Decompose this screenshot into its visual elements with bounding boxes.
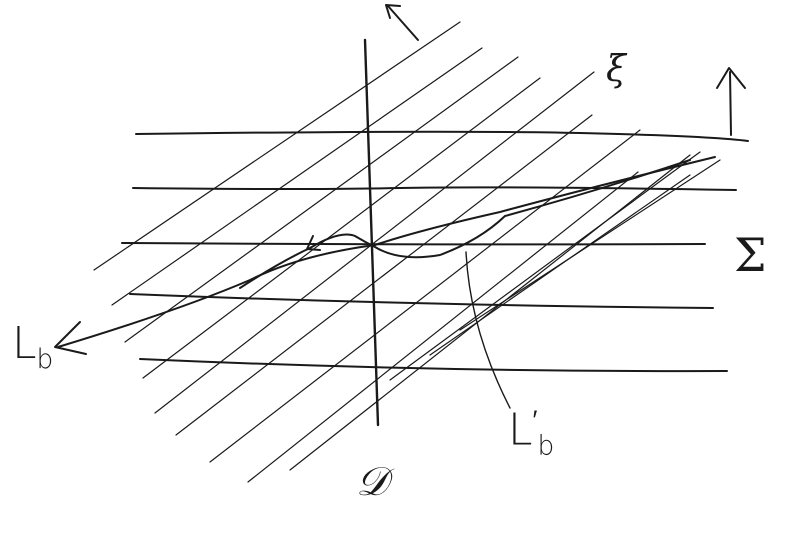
arrow-up-icon <box>716 67 746 136</box>
label-xi: ξ <box>606 49 626 90</box>
vertical-line <box>363 38 380 427</box>
curve-Lb <box>54 156 716 355</box>
curve-Lb-prime <box>239 159 691 409</box>
label-lb-prime: L′b <box>508 404 555 462</box>
diagonal-leaves <box>93 21 721 483</box>
label-lb-sub: b <box>36 343 54 375</box>
horizontal-leaves <box>121 130 749 373</box>
label-sigma: Σ <box>734 228 767 282</box>
label-script-d: 𝒟 <box>356 459 388 505</box>
arrow-up-left-icon <box>385 4 419 41</box>
label-lbp-sub: b <box>537 430 555 462</box>
label-lb: Lb <box>12 322 53 373</box>
label-lbp-main: L <box>508 404 533 456</box>
label-lbp-prime: ′ <box>532 405 538 436</box>
label-lb-main: L <box>12 318 37 369</box>
